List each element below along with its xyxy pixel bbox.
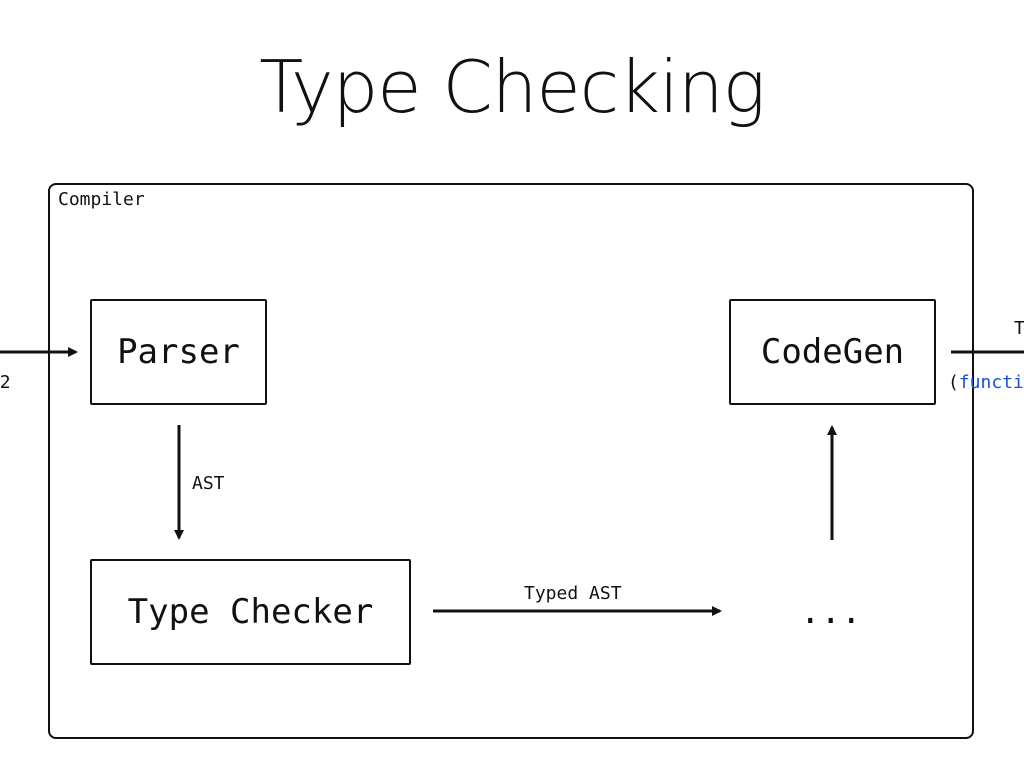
codegen-box: CodeGen: [729, 299, 936, 405]
compiler-frame: [48, 183, 974, 739]
parser-label: Parser: [117, 332, 240, 372]
typed-ast-edge-label: Typed AST: [524, 583, 622, 604]
output-label-bottom: (functi: [948, 372, 1024, 394]
ast-edge-label: AST: [192, 473, 225, 494]
compiler-label: Compiler: [58, 189, 145, 210]
input-value: 2: [0, 372, 11, 393]
type-checker-box: Type Checker: [90, 559, 411, 665]
input-label-bottom: ) 2: [0, 372, 11, 394]
type-checker-label: Type Checker: [127, 592, 374, 632]
codegen-label: CodeGen: [760, 332, 905, 372]
parser-box: Parser: [90, 299, 267, 405]
output-keyword: functi: [958, 372, 1024, 393]
slide-title: Type Checking: [259, 45, 766, 129]
output-label-top: T: [1014, 318, 1024, 339]
output-paren: (: [948, 372, 959, 393]
pipeline-ellipsis: ...: [800, 592, 862, 632]
